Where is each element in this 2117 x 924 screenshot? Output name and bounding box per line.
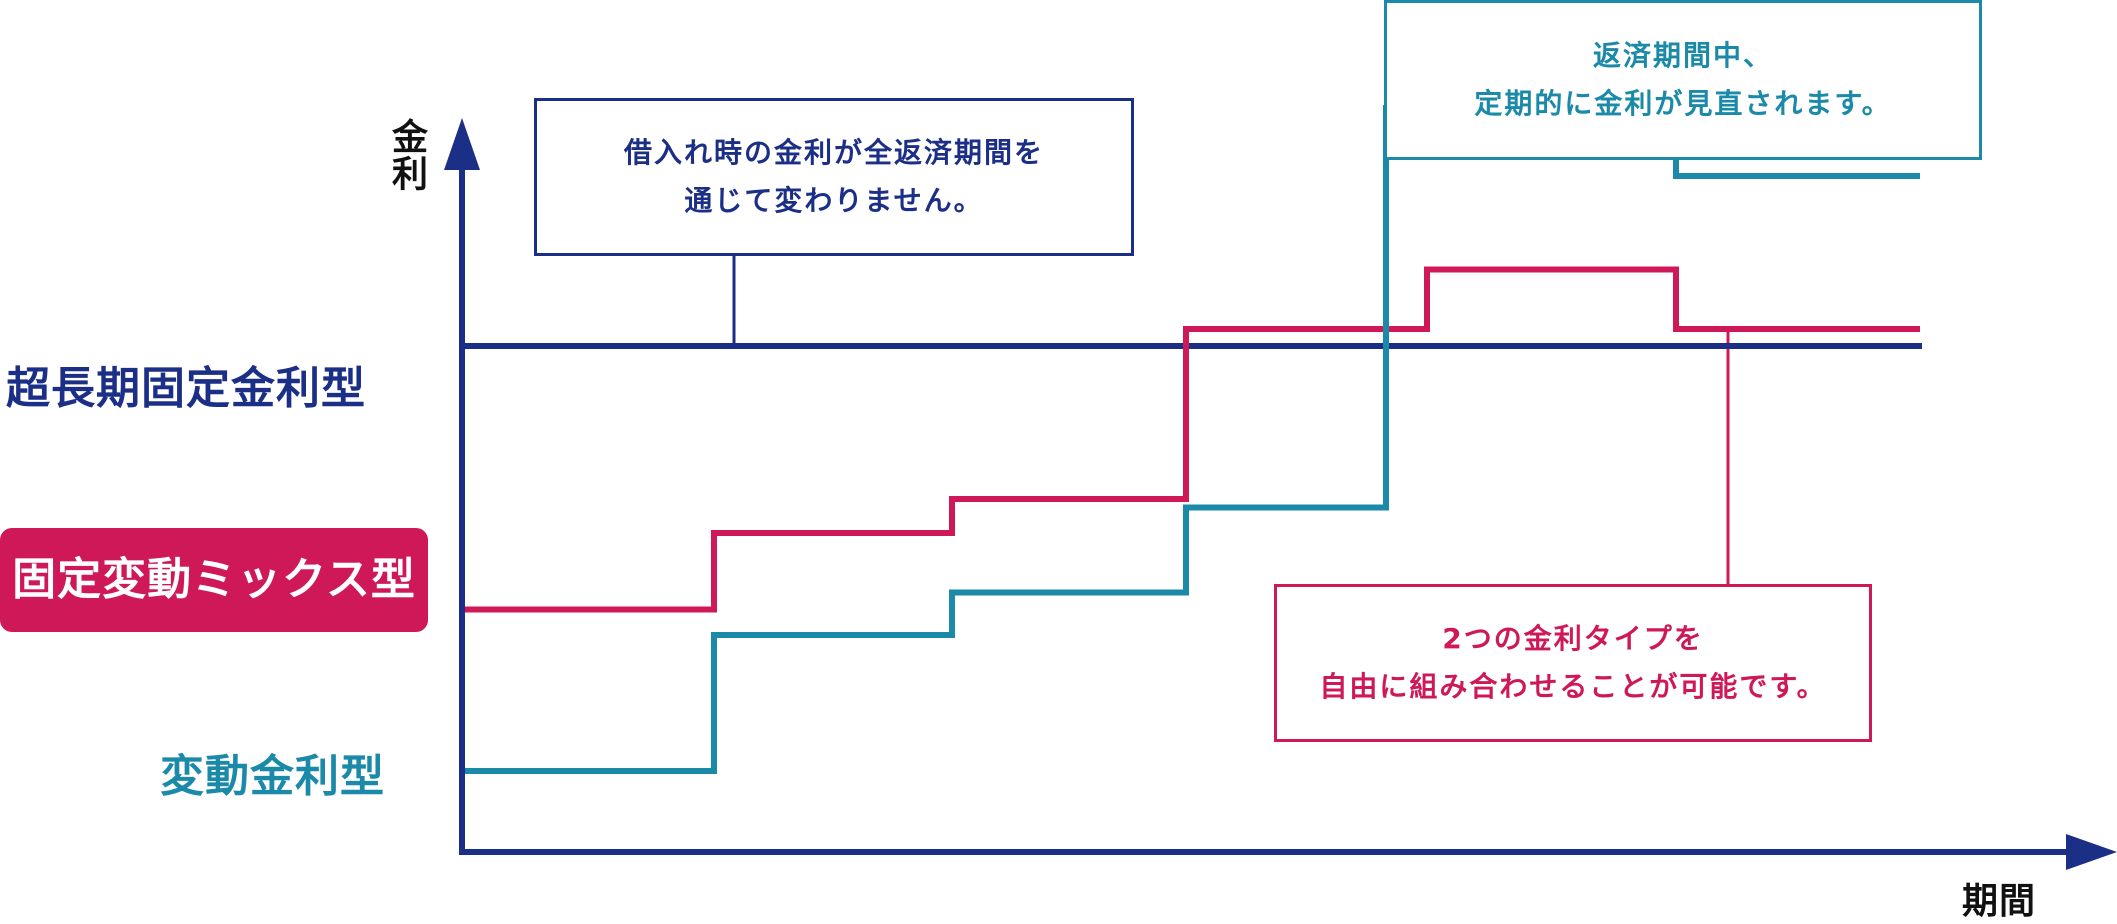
callout-fixed-line-1: 借入れ時の金利が全返済期間を [623,136,1044,169]
series-label-mix: 固定変動ミックス型 [12,554,416,605]
callout-variable-line-1: 返済期間中、 [1592,39,1773,72]
x-axis-label: 期間 [1962,881,2037,922]
y-axis-label: 金利 [386,118,427,192]
x-axis-arrow [2066,834,2117,870]
series-lines [462,105,1922,774]
axes [444,118,2117,870]
series-line-mix [462,266,1920,613]
series-label-fixed: 超長期固定金利型 [6,363,366,414]
series-line-variable [462,105,1920,774]
callout-mix: 2つの金利タイプを 自由に組み合わせることが可能です。 [1274,584,1872,742]
series-label-mix-badge [0,528,428,632]
callout-variable: 返済期間中、 定期的に金利が見直されます。 [1384,0,1982,160]
callout-mix-line-2: 自由に組み合わせることが可能です。 [1319,670,1827,703]
callout-variable-line-2: 定期的に金利が見直されます。 [1474,87,1892,120]
callout-fixed: 借入れ時の金利が全返済期間を 通じて変わりません。 [534,98,1134,256]
callout-fixed-line-2: 通じて変わりません。 [684,184,984,217]
callout-mix-line-1: 2つの金利タイプを [1442,622,1704,655]
series-label-variable: 変動金利型 [160,751,385,802]
y-axis-arrow [444,118,480,170]
